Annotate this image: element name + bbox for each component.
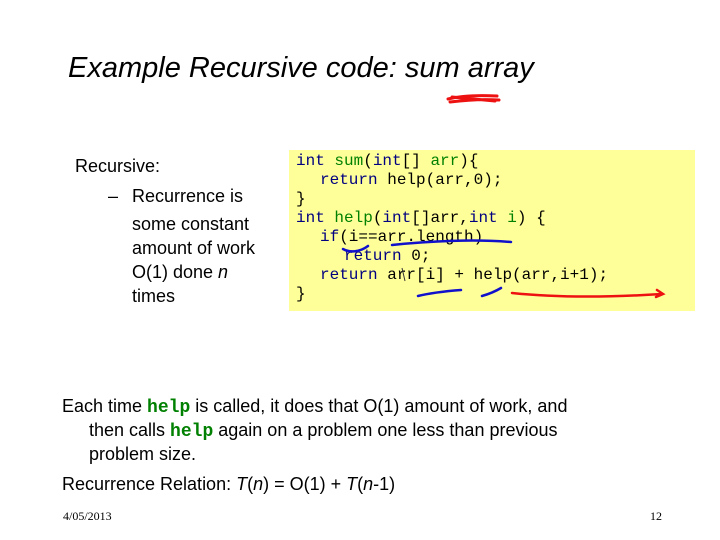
bullet-line-5: times xyxy=(132,286,176,306)
code-block: int sum(int[] arr){ return help(arr,0); … xyxy=(289,150,695,311)
explanation-line-1: Each time help is called, it does that O… xyxy=(62,396,568,418)
code-line-1: int sum(int[] arr){ xyxy=(296,152,479,170)
code-line-3: } xyxy=(296,190,306,208)
bullet-dash: – xyxy=(108,186,119,206)
bullet-line-3: amount of work xyxy=(132,238,256,258)
code-line-4: int help(int[]arr,int i) { xyxy=(296,209,546,227)
recurrence-relation: Recurrence Relation: T(n) = O(1) + T(n-1… xyxy=(62,474,396,494)
bullet-line-2: some constant xyxy=(132,214,250,234)
left-heading: Recursive: xyxy=(75,156,161,176)
bullet-line-1: Recurrence is xyxy=(132,186,244,206)
code-line-8: } xyxy=(296,285,306,303)
explanation-line-2: then calls help again on a problem one l… xyxy=(89,420,558,442)
explanation-line-3: problem size. xyxy=(89,444,197,464)
code-line-7: return arr[i] + help(arr,i+1); xyxy=(320,266,609,284)
code-line-6: return 0; xyxy=(344,247,431,265)
code-line-5: if(i==arr.length) xyxy=(320,228,484,246)
bullet-line-4: O(1) done n xyxy=(132,262,229,282)
footer-date: 4/05/2013 xyxy=(63,509,112,523)
code-line-2: return help(arr,0); xyxy=(320,171,503,189)
red-scribble-under-title xyxy=(446,94,501,104)
slide-title: Example Recursive code: sum array xyxy=(68,52,534,84)
footer-page-number: 12 xyxy=(650,509,662,523)
